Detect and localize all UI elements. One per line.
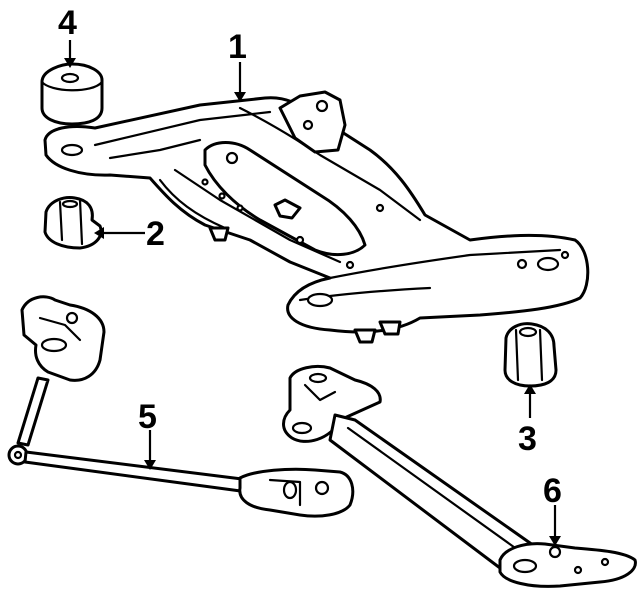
upper-mount-bushing xyxy=(40,62,104,126)
arrow-6 xyxy=(549,536,561,546)
callout-4: 4 xyxy=(58,4,77,42)
arrow-2 xyxy=(94,227,104,239)
callout-2: 2 xyxy=(146,215,165,253)
rear-lateral-arm xyxy=(282,364,637,588)
lower-mount-bushing xyxy=(43,196,103,250)
arrow-5 xyxy=(144,460,156,470)
stabilizer-link-assembly xyxy=(7,295,355,518)
subframe-crossmember xyxy=(43,90,590,344)
callout-6: 6 xyxy=(543,472,562,510)
right-mount-bushing xyxy=(503,322,558,388)
callout-5: 5 xyxy=(138,398,157,436)
callout-3: 3 xyxy=(518,420,537,458)
arrow-3 xyxy=(524,384,536,394)
callout-1: 1 xyxy=(228,28,247,66)
callout-leaders xyxy=(64,40,561,546)
arrow-4 xyxy=(64,58,76,68)
arrow-1 xyxy=(234,92,246,102)
